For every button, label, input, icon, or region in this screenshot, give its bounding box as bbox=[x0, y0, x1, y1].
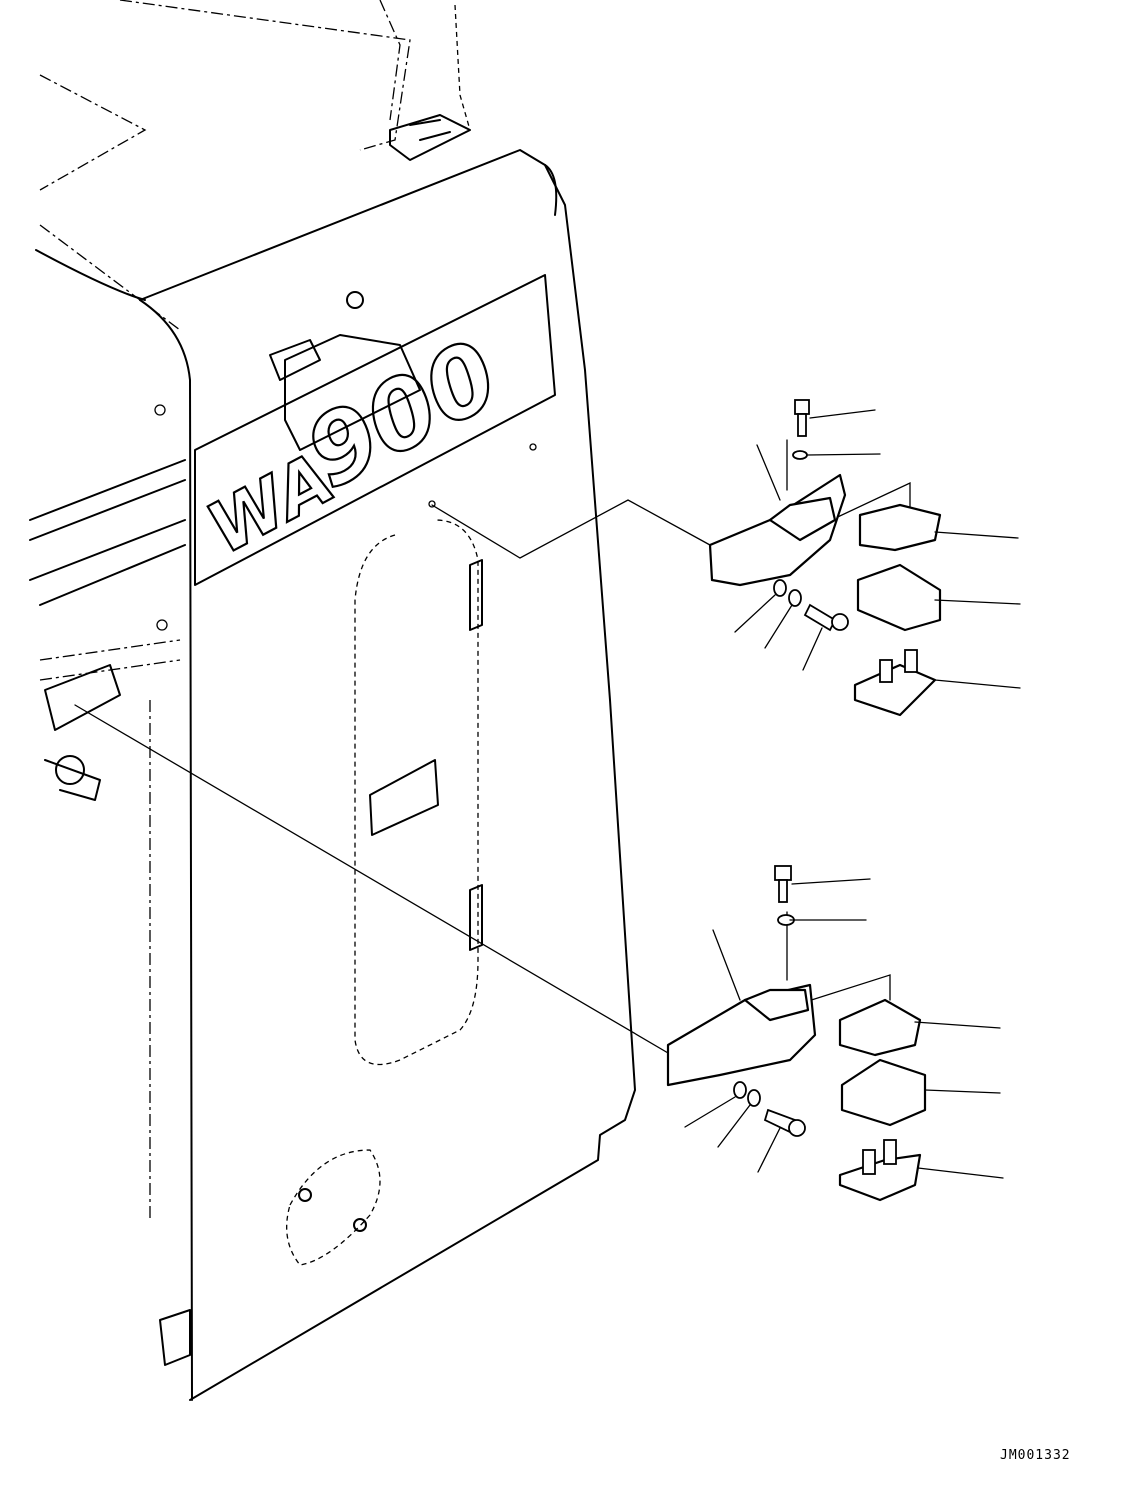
side-panel: WA 900 bbox=[29, 149, 636, 1401]
upper-housing bbox=[39, 0, 471, 331]
lower-bracket-assembly bbox=[666, 865, 927, 1202]
callout-leaders bbox=[684, 409, 1021, 1179]
upper-bracket-assembly bbox=[708, 399, 942, 717]
connection-lines bbox=[74, 439, 911, 1061]
drawing-reference-code: JM001332 bbox=[1000, 1448, 1071, 1463]
